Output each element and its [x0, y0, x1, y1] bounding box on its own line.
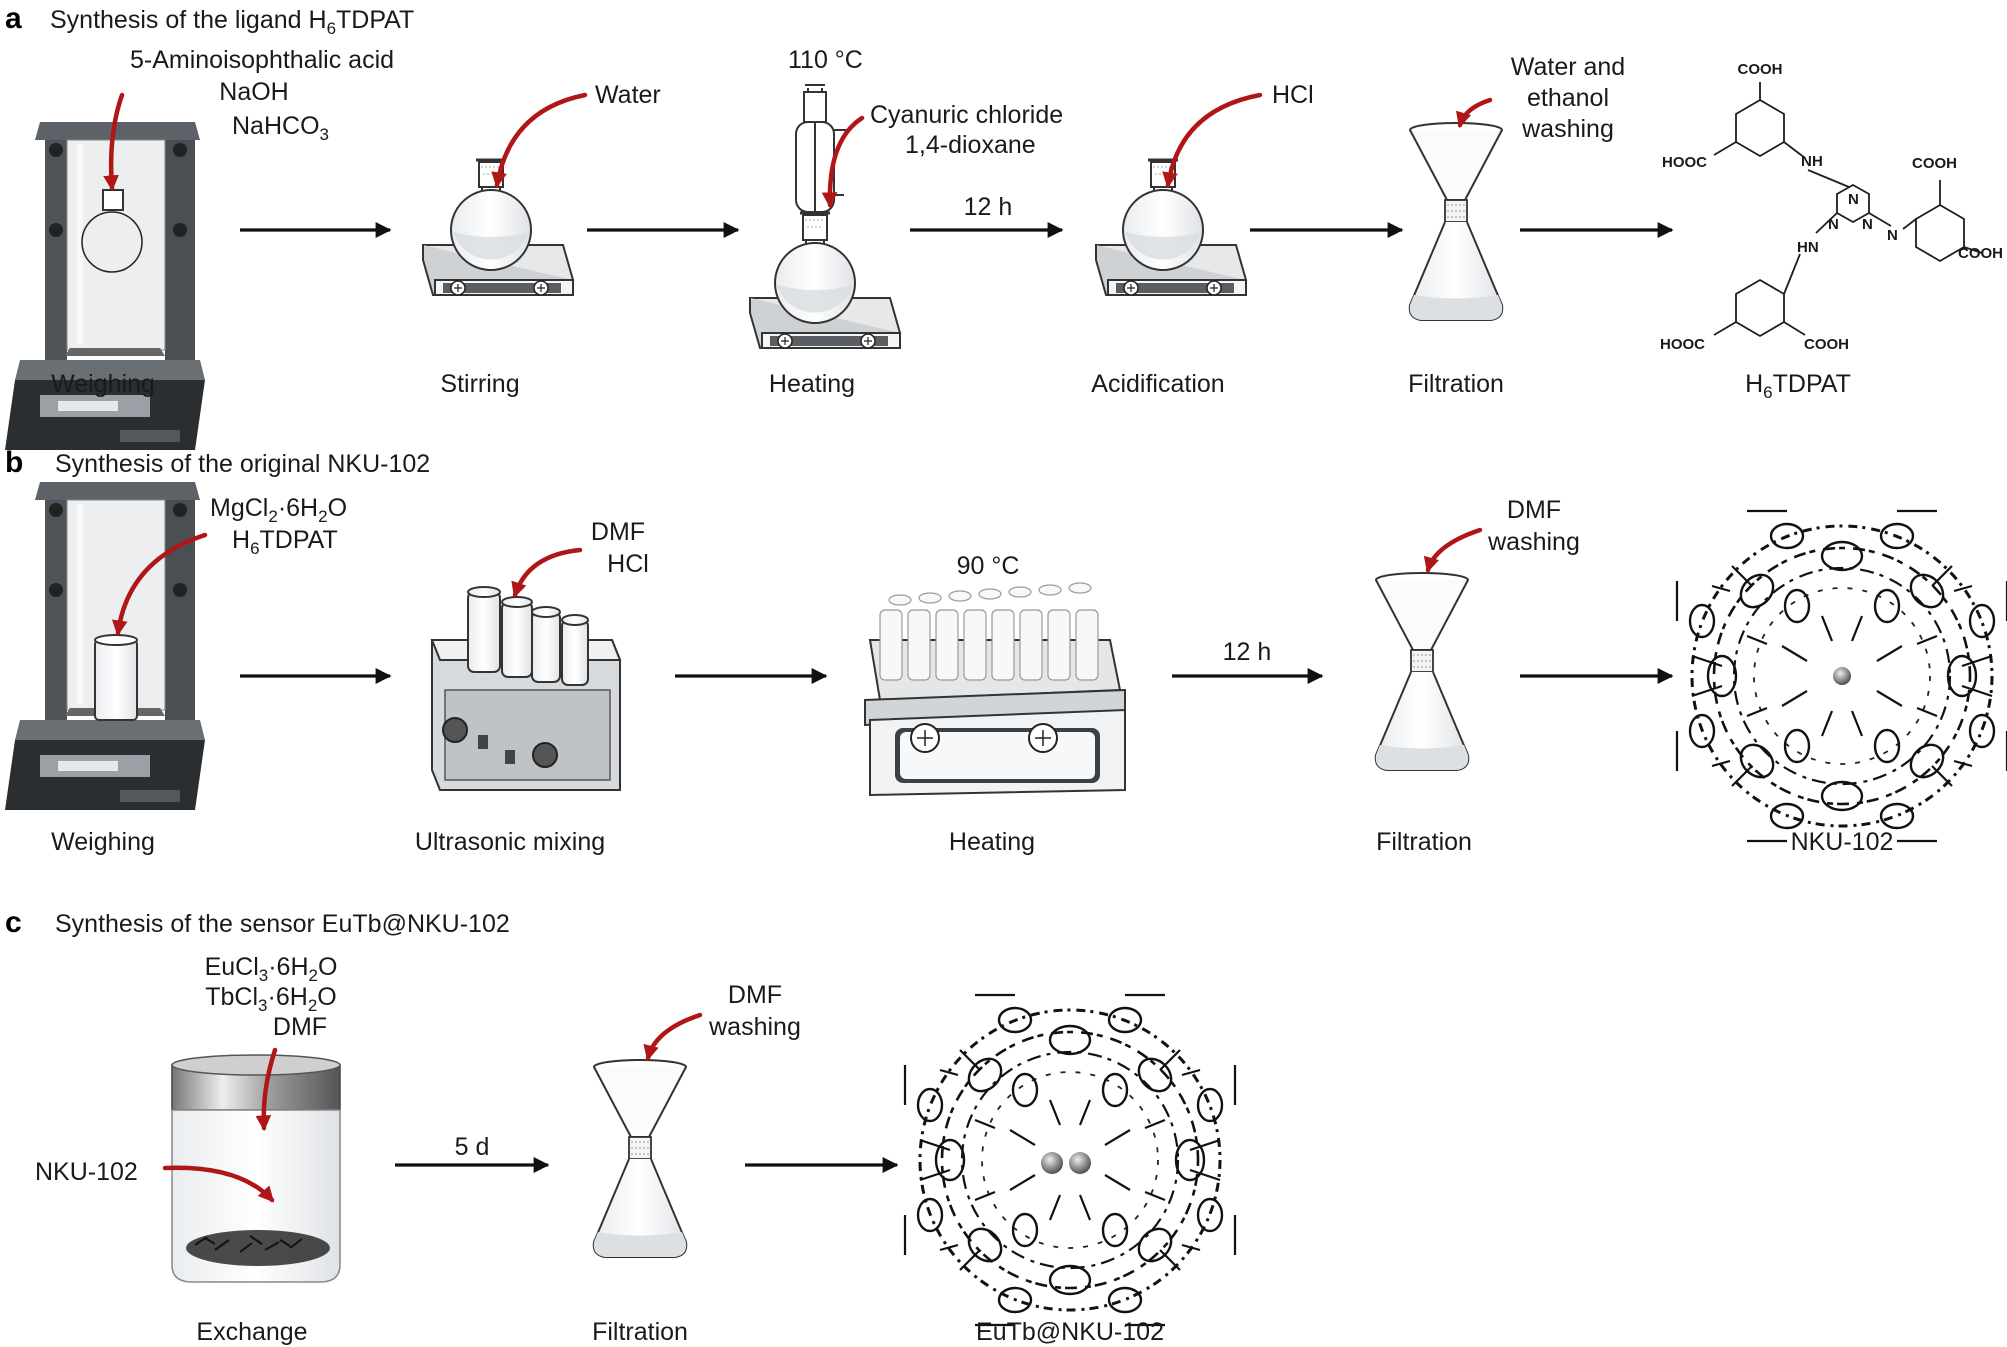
step-h6tdpat: H6TDPAT: [1745, 370, 1851, 402]
panel-a-letter: a: [5, 2, 22, 35]
step-filtration-c: Filtration: [592, 1318, 688, 1346]
reflux-condenser-icon: [795, 84, 848, 233]
step-filtration-b: Filtration: [1376, 828, 1472, 856]
flask-icon: [1121, 158, 1205, 272]
panel-a-title: Synthesis of the ligand H6TDPAT: [50, 6, 414, 38]
chem-label: HN: [1797, 239, 1819, 256]
panel-b-letter: b: [5, 446, 23, 479]
filtration-reagent-b1: DMF: [1507, 496, 1561, 524]
chem-label: N: [1887, 227, 1898, 244]
add-arrow-icon: [111, 532, 208, 637]
ultrasonic-bath-icon: [430, 586, 622, 791]
add-arrow-icon: [511, 547, 583, 598]
panel-a: a Synthesis of the ligand H6TDPAT 5-Amin…: [5, 2, 2003, 450]
add-arrow-icon: [1456, 97, 1493, 129]
chem-label: COOH: [1912, 155, 1957, 172]
chem-label: N: [1801, 153, 1812, 170]
filtration-icon: [592, 1059, 688, 1258]
chem-label: N: [1862, 216, 1873, 233]
weighing-reagent-3: NaHCO3: [232, 112, 329, 144]
filtration-reagent-2a: ethanol: [1527, 84, 1609, 112]
exchange-jar-icon: [171, 1054, 341, 1283]
add-arrow-icon: [821, 115, 865, 209]
step-heating-b: Heating: [949, 828, 1035, 856]
add-arrow-icon: [255, 1047, 278, 1132]
chem-label: COOH: [1958, 245, 2003, 262]
step-exchange: Exchange: [196, 1318, 307, 1346]
filtration-reagent-c2: washing: [708, 1013, 801, 1041]
step-eutb-nku-102: EuTb@NKU-102: [976, 1318, 1164, 1346]
chem-label: H: [1812, 153, 1823, 170]
add-arrow-icon: [103, 92, 125, 192]
panel-b-title: Synthesis of the original NKU-102: [55, 450, 430, 478]
filtration-reagent-b2: washing: [1487, 528, 1580, 556]
chem-label: COOH: [1738, 61, 1783, 78]
weighing-reagent-1: 5-Aminoisophthalic acid: [130, 46, 394, 74]
step-ultrasonic: Ultrasonic mixing: [415, 828, 605, 856]
vial-icon: [94, 634, 138, 721]
filtration-icon: [1408, 122, 1504, 321]
step-filtration-a: Filtration: [1408, 370, 1504, 398]
mixing-reagent-2: HCl: [607, 550, 649, 578]
add-arrow-icon: [162, 1165, 275, 1203]
panel-c-letter: c: [5, 906, 22, 939]
step-weighing-b: Weighing: [51, 828, 155, 856]
panel-b: b Synthesis of the original NKU-102 MgCl…: [5, 446, 2007, 856]
step-weighing: Weighing: [51, 370, 155, 398]
chem-label: HOOC: [1660, 336, 1705, 353]
balance-icon: [5, 122, 205, 450]
panel-c: c Synthesis of the sensor EuTb@NKU-102 E…: [5, 906, 1237, 1346]
tb-ion-icon: [1069, 1152, 1091, 1174]
panel-c-title: Synthesis of the sensor EuTb@NKU-102: [55, 910, 510, 938]
stirring-reagent: Water: [595, 81, 661, 109]
filtration-reagent-c1: DMF: [728, 981, 782, 1009]
chem-label: HOOC: [1662, 154, 1707, 171]
chem-label: N: [1848, 191, 1859, 208]
step-heating-a: Heating: [769, 370, 855, 398]
chem-label: N: [1828, 216, 1839, 233]
weighing-reagent-b2: H6TDPAT: [232, 526, 338, 558]
add-arrow-icon: [491, 92, 588, 189]
weighing-reagent-b1: MgCl2·6H2O: [210, 494, 347, 526]
heating-reagent-1: Cyanuric chloride: [870, 101, 1063, 129]
chem-label: COOH: [1804, 336, 1849, 353]
filtration-icon: [1374, 572, 1470, 771]
weighing-reagent-2: NaOH: [219, 78, 288, 106]
add-arrow-icon: [1162, 92, 1263, 189]
heating-block-icon: [864, 582, 1126, 797]
arrow-label-12h-b: 12 h: [1223, 638, 1272, 666]
exchange-reagent-3: DMF: [273, 1013, 327, 1041]
h6tdpat-structure: COOH HOOC N H COOH N N N HN N COOH HOOC …: [1660, 61, 2003, 353]
heating-temp-a: 110 °C: [788, 46, 863, 74]
arrow-label-5d: 5 d: [455, 1133, 490, 1161]
arrow-label-12h-a: 12 h: [964, 193, 1013, 221]
flask-icon: [773, 211, 857, 325]
add-arrow-icon: [643, 1012, 703, 1062]
exchange-reagent-1: EuCl3·6H2O: [205, 953, 338, 985]
step-acidification: Acidification: [1091, 370, 1224, 398]
exchange-reagent-2: TbCl3·6H2O: [205, 983, 336, 1015]
heating-temp-b: 90 °C: [957, 552, 1020, 580]
acidification-reagent: HCl: [1272, 81, 1314, 109]
metal-ion-icon: [1833, 667, 1851, 685]
exchange-nku-label: NKU-102: [35, 1158, 138, 1186]
heating-reagent-2: 1,4-dioxane: [905, 131, 1036, 159]
add-arrow-icon: [1423, 527, 1483, 574]
mixing-reagent-1: DMF: [591, 518, 645, 546]
filtration-reagent-3a: washing: [1521, 115, 1614, 143]
filtration-reagent-1a: Water and: [1511, 53, 1625, 81]
eu-ion-icon: [1041, 1152, 1063, 1174]
step-nku-102: NKU-102: [1791, 828, 1894, 856]
step-stirring: Stirring: [440, 370, 519, 398]
flask-icon: [449, 158, 533, 272]
